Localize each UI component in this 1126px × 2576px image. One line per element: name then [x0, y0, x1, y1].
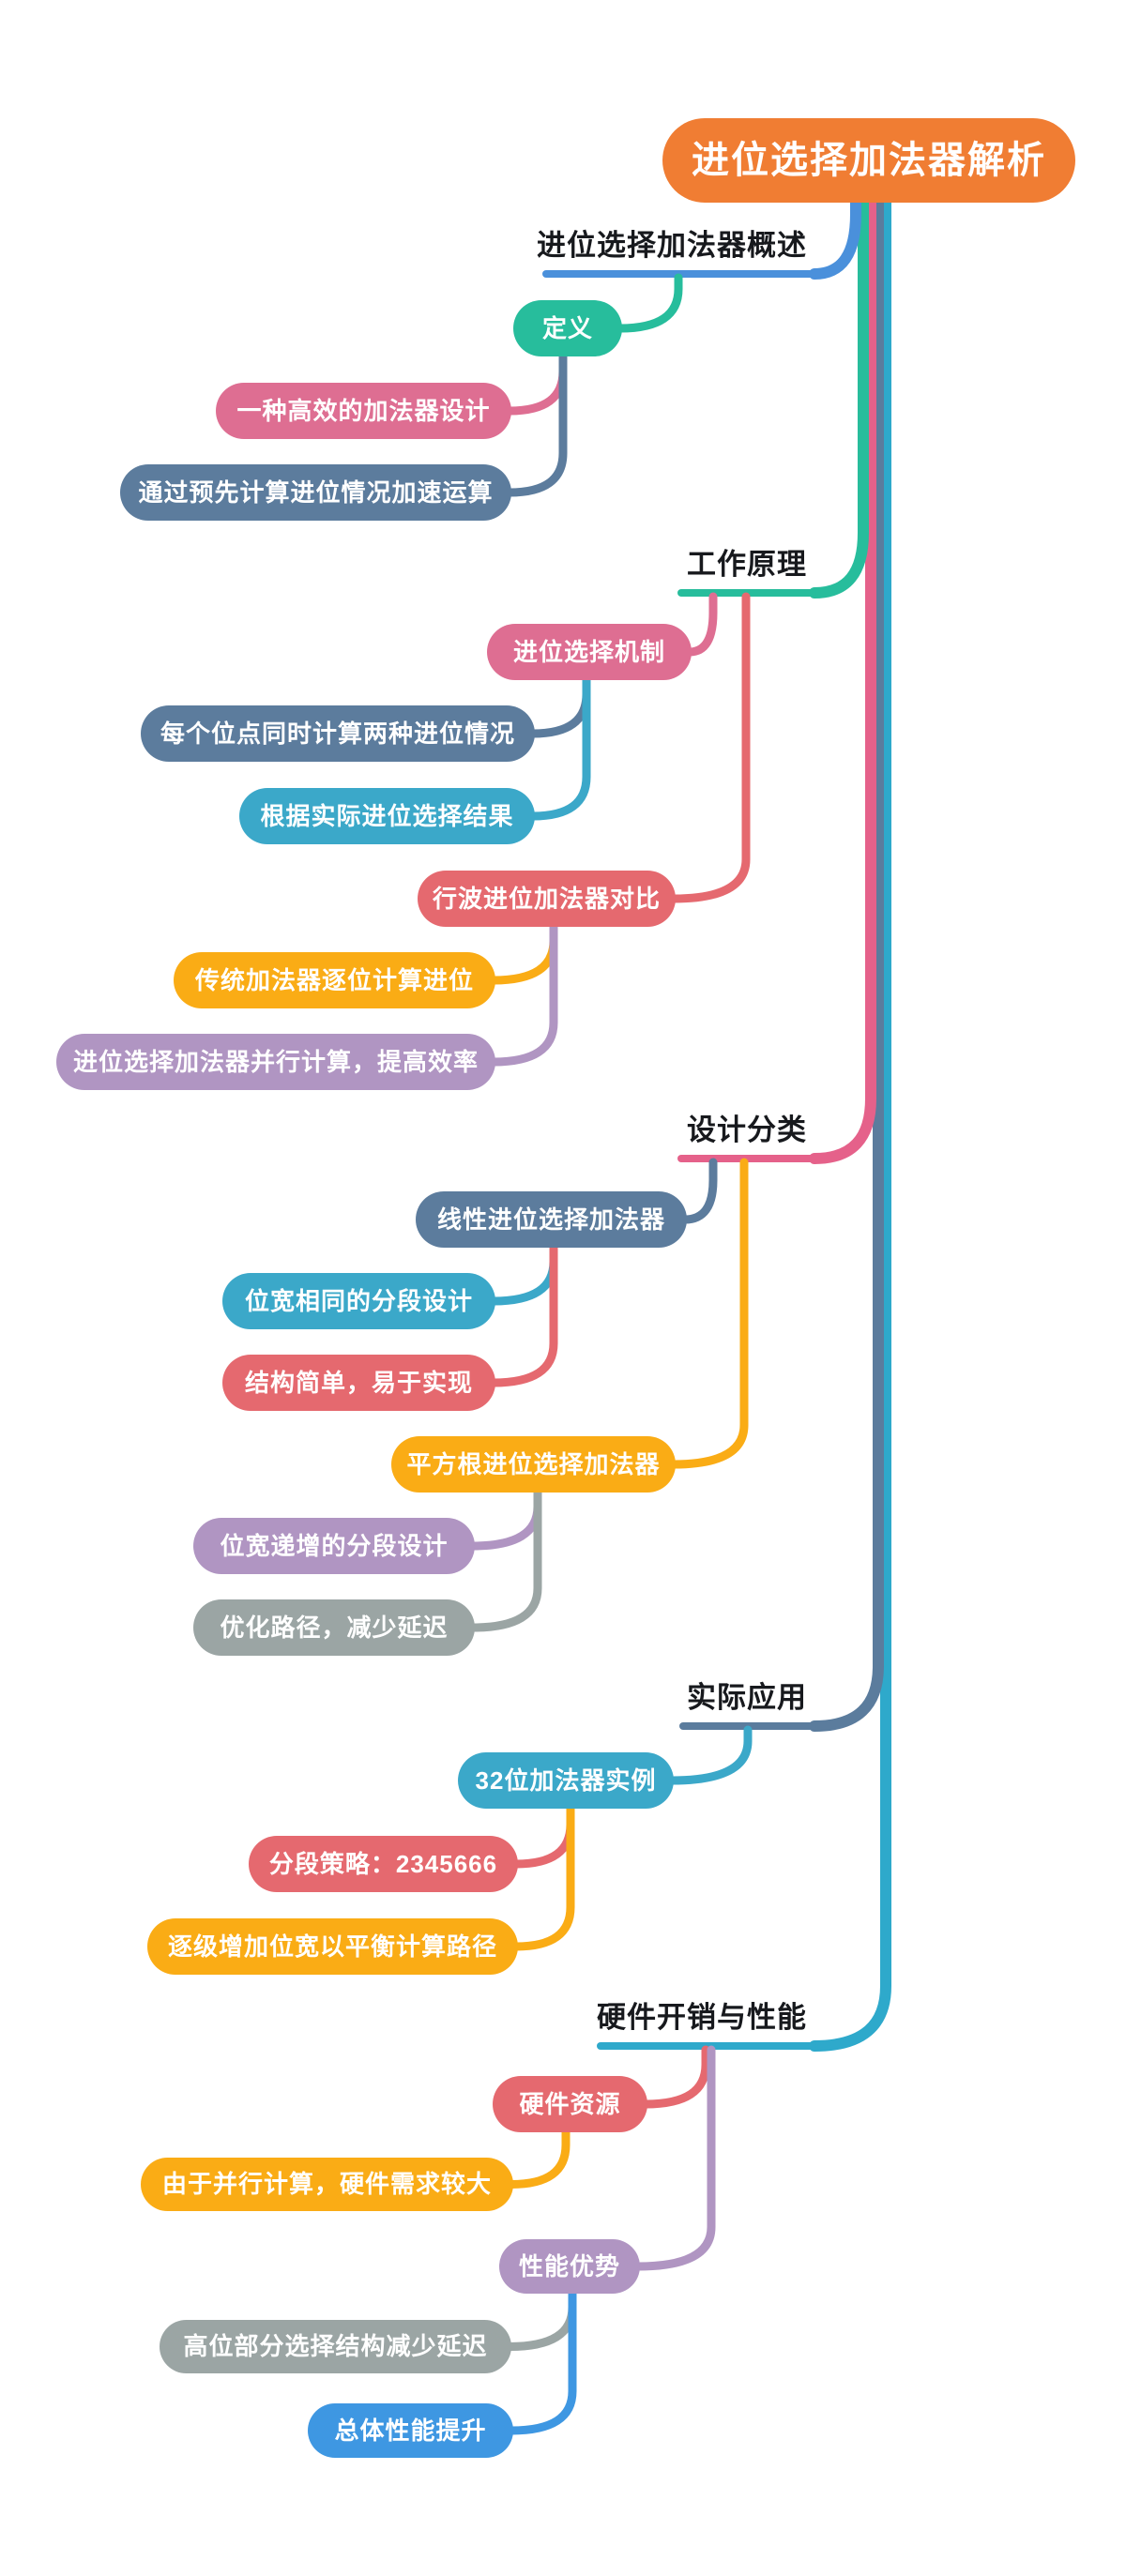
- node-connector: [633, 2045, 716, 2271]
- node-connector: [685, 592, 718, 657]
- branch-trunk-connector: [809, 195, 884, 1732]
- node-b5-c1-g1[interactable]: 由于并行计算，硬件需求较大: [141, 2158, 513, 2211]
- branch-label-4[interactable]: 实际应用: [687, 1681, 807, 1714]
- branch-trunk-connector: [809, 195, 869, 599]
- branch-label-5[interactable]: 硬件开销与性能: [597, 2001, 807, 2034]
- node-connector: [505, 352, 568, 497]
- node-connector: [489, 1243, 558, 1387]
- node-b2-c1[interactable]: 进位选择机制: [487, 624, 692, 680]
- node-connector: [505, 352, 568, 416]
- node-connector: [528, 675, 591, 821]
- node-connector: [507, 2127, 571, 2189]
- branch-label-2[interactable]: 工作原理: [687, 548, 807, 581]
- node-b3-c2[interactable]: 平方根进位选择加法器: [391, 1436, 676, 1493]
- node-connector: [669, 1158, 749, 1469]
- node-connector: [511, 1804, 575, 1951]
- root-node[interactable]: 进位选择加法器解析: [662, 118, 1075, 203]
- node-connector: [489, 1243, 558, 1306]
- node-b2-c1-g2[interactable]: 根据实际进位选择结果: [239, 788, 535, 844]
- node-b3-c1[interactable]: 线性进位选择加法器: [416, 1191, 687, 1248]
- node-b4-c1-g2[interactable]: 逐级增加位宽以平衡计算路径: [147, 1918, 518, 1975]
- node-b1-c1-g1[interactable]: 一种高效的加法器设计: [216, 383, 511, 439]
- node-connector: [641, 2045, 710, 2109]
- node-connector: [489, 922, 558, 985]
- node-connector: [680, 1158, 718, 1224]
- node-b3-c1-g2[interactable]: 结构简单，易于实现: [222, 1355, 495, 1411]
- node-b2-c2-g2[interactable]: 进位选择加法器并行计算，提高效率: [56, 1034, 495, 1090]
- node-b5-c1[interactable]: 硬件资源: [493, 2076, 647, 2132]
- node-connector: [505, 2289, 577, 2351]
- node-connector: [667, 1725, 753, 1785]
- node-connector: [528, 675, 591, 738]
- node-b2-c1-g1[interactable]: 每个位点同时计算两种进位情况: [141, 705, 535, 762]
- node-connector: [468, 1488, 542, 1551]
- node-b2-c2[interactable]: 行波进位加法器对比: [418, 871, 676, 927]
- node-connector: [489, 922, 558, 1067]
- node-connector: [669, 592, 751, 903]
- node-b1-c1[interactable]: 定义: [513, 300, 622, 356]
- node-b5-c2-g2[interactable]: 总体性能提升: [308, 2403, 513, 2458]
- node-connector: [616, 273, 683, 333]
- branch-trunk-connector: [809, 195, 861, 280]
- branch-label-3[interactable]: 设计分类: [687, 1114, 807, 1146]
- node-b3-c1-g1[interactable]: 位宽相同的分段设计: [222, 1273, 495, 1329]
- node-b5-c2[interactable]: 性能优势: [499, 2239, 640, 2294]
- node-connector: [511, 1804, 575, 1869]
- node-connector: [507, 2289, 577, 2435]
- node-b2-c2-g1[interactable]: 传统加法器逐位计算进位: [174, 952, 495, 1008]
- node-b3-c2-g2[interactable]: 优化路径，减少延迟: [193, 1599, 475, 1656]
- node-b4-c1-g1[interactable]: 分段策略：2345666: [249, 1836, 518, 1892]
- node-b5-c2-g1[interactable]: 高位部分选择结构减少延迟: [160, 2320, 511, 2373]
- node-b4-c1[interactable]: 32位加法器实例: [458, 1752, 674, 1809]
- node-b1-c1-g2[interactable]: 通过预先计算进位情况加速运算: [120, 464, 511, 521]
- branch-label-1[interactable]: 进位选择加法器概述: [537, 229, 807, 262]
- node-connector: [468, 1488, 542, 1632]
- branch-trunk-connector: [809, 195, 891, 2052]
- node-b3-c2-g1[interactable]: 位宽递增的分段设计: [193, 1518, 475, 1574]
- branch-trunk-connector: [809, 195, 876, 1164]
